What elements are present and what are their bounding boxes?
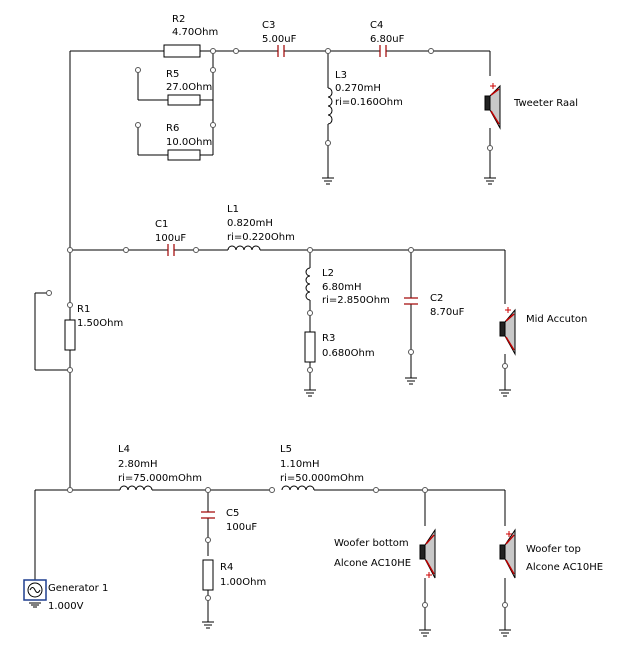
label-l5-name: L5 (280, 444, 292, 455)
generator-source[interactable] (23, 579, 47, 608)
label-l4-value: 2.80mH (118, 459, 158, 470)
capacitor-c5[interactable] (201, 511, 215, 519)
label-c2-value: 8.70uF (430, 307, 465, 318)
label-c4-name: C4 (370, 20, 383, 31)
label-l1-ri: ri=0.220Ohm (227, 232, 295, 243)
label-generator-value: 1.000V (48, 601, 84, 612)
label-c1-name: C1 (155, 219, 168, 230)
capacitor-c1[interactable] (167, 244, 175, 256)
label-c3-value: 5.00uF (262, 34, 297, 45)
label-l3-name: L3 (335, 70, 347, 81)
label-woofer-top-model: Alcone AC10HE (526, 562, 603, 573)
label-c1-value: 100uF (155, 233, 186, 244)
ground-icon (202, 177, 511, 637)
resistor-r1[interactable] (64, 319, 76, 351)
label-r2-name: R2 (172, 14, 185, 25)
inductor-l1[interactable] (227, 245, 261, 251)
label-c3-name: C3 (262, 20, 275, 31)
speaker-tweeter[interactable] (484, 83, 501, 130)
label-r4-name: R4 (220, 562, 233, 573)
resistor-r2[interactable] (163, 44, 201, 58)
inductor-l5[interactable] (281, 485, 315, 491)
label-generator-name: Generator 1 (48, 583, 108, 594)
label-l3-value: 0.270mH (335, 83, 381, 94)
junction-nodes (46, 48, 508, 608)
label-c5-name: C5 (226, 508, 239, 519)
inductor-l4[interactable] (119, 485, 153, 491)
label-l1-name: L1 (227, 204, 239, 215)
label-tweeter: Tweeter Raal (513, 98, 578, 109)
label-l5-ri: ri=50.000mOhm (280, 473, 364, 484)
label-r4-value: 1.00Ohm (220, 577, 266, 588)
resistor-r6[interactable] (167, 149, 201, 161)
resistor-r3[interactable] (304, 331, 316, 363)
label-r1-name: R1 (77, 304, 90, 315)
capacitor-c3[interactable] (277, 45, 285, 57)
label-r5-name: R5 (166, 69, 179, 80)
label-r1-value: 1.50Ohm (77, 318, 123, 329)
label-l5-value: 1.10mH (280, 459, 320, 470)
speaker-woofer-top[interactable] (499, 528, 516, 579)
label-r2-value: 4.70Ohm (172, 27, 218, 38)
speaker-mid[interactable] (499, 307, 516, 356)
label-c5-value: 100uF (226, 522, 257, 533)
label-r3-value: 0.680Ohm (322, 348, 375, 359)
label-l4-name: L4 (118, 444, 130, 455)
label-l3-ri: ri=0.160Ohm (335, 97, 403, 108)
speaker-woofer-bottom[interactable] (419, 528, 436, 579)
label-r3-name: R3 (322, 333, 335, 344)
label-c2-name: C2 (430, 293, 443, 304)
label-woofer-bottom-name: Woofer bottom (334, 538, 409, 549)
label-mid: Mid Accuton (526, 314, 587, 325)
resistor-r5[interactable] (167, 94, 201, 106)
label-r6-value: 10.0Ohm (166, 137, 212, 148)
capacitor-c4[interactable] (379, 45, 387, 57)
label-r5-value: 27.0Ohm (166, 82, 212, 93)
label-l2-value: 6.80mH (322, 282, 362, 293)
label-l2-name: L2 (322, 268, 334, 279)
label-woofer-bottom-model: Alcone AC10HE (334, 558, 411, 569)
label-l1-value: 0.820mH (227, 218, 273, 229)
inductor-l2[interactable] (305, 267, 311, 301)
label-l2-ri: ri=2.850Ohm (322, 295, 390, 306)
label-c4-value: 6.80uF (370, 34, 405, 45)
label-l4-ri: ri=75.000mOhm (118, 473, 202, 484)
resistor-r4[interactable] (202, 559, 214, 591)
label-r6-name: R6 (166, 123, 179, 134)
inductor-l3[interactable] (327, 87, 333, 125)
wires (34, 50, 506, 630)
label-woofer-top-name: Woofer top (526, 544, 581, 555)
capacitor-c2[interactable] (404, 297, 418, 305)
